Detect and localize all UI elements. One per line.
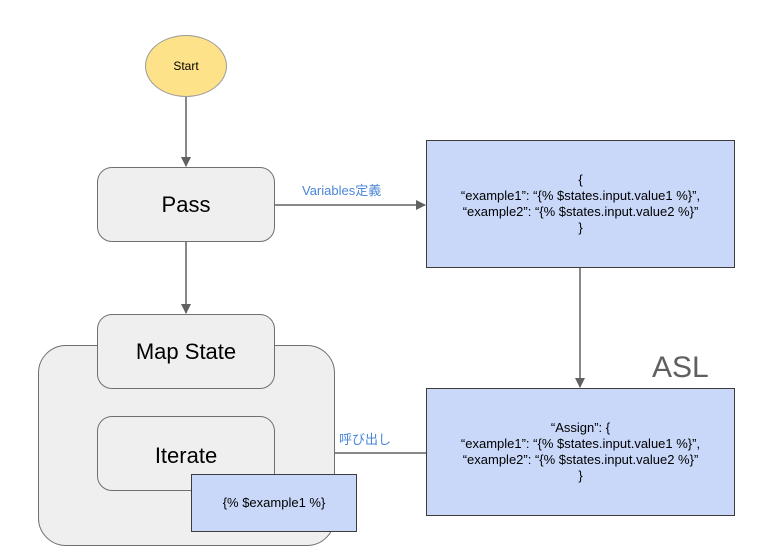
invoke-edge-label: 呼び出し (339, 432, 392, 447)
variables-edge-label: Variables定義 (302, 183, 382, 198)
assign-line-open: “Assign”: { (550, 420, 611, 435)
variables-line-open: { (578, 172, 583, 187)
variables-line-example1: “example1”: “{% $states.input.value1 %}”… (460, 188, 701, 203)
start-node: Start (145, 35, 227, 97)
assign-line-close: } (578, 468, 583, 483)
variables-json-box: { “example1”: “{% $states.input.value1 %… (426, 140, 735, 268)
iterate-expression-box: {% $example1 %} (191, 474, 357, 532)
map-state-label: Map State (135, 338, 237, 364)
iterate-label: Iterate (154, 442, 218, 468)
start-label: Start (173, 59, 199, 73)
iterate-expression-text: {% $example1 %} (222, 495, 326, 510)
pass-label: Pass (161, 191, 211, 217)
assign-line-example1: “example1”: “{% $states.input.value1 %}”… (460, 436, 701, 451)
map-state-node: Map State (97, 314, 275, 389)
assign-json-box: “Assign”: { “example1”: “{% $states.inpu… (426, 388, 735, 516)
variables-line-close: } (578, 220, 583, 235)
asl-title: ASL (652, 351, 709, 384)
variables-line-example2: “example2”: “{% $states.input.value2 %}” (462, 204, 699, 219)
assign-line-example2: “example2”: “{% $states.input.value2 %}” (462, 452, 699, 467)
pass-state-node: Pass (97, 167, 275, 242)
